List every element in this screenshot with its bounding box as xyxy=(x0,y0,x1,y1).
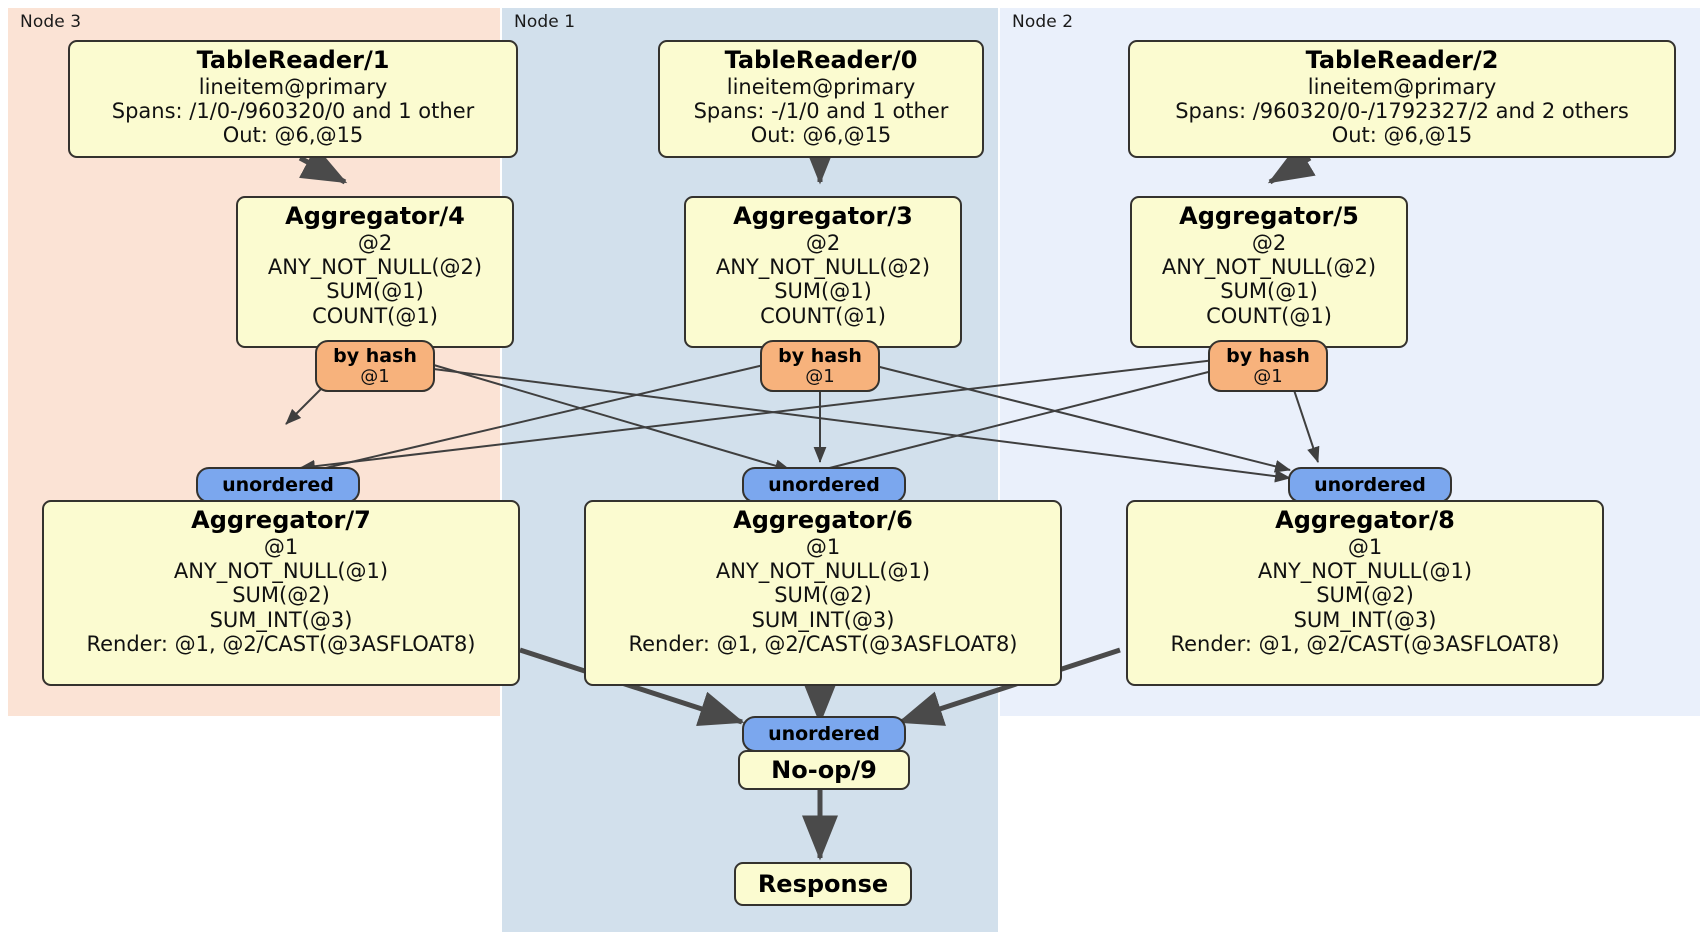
processor-detail: SUM(@2) xyxy=(1316,583,1414,608)
output-router-type: by hash xyxy=(333,345,417,368)
processor-detail: @1 xyxy=(263,534,299,559)
processor-detail: SUM(@2) xyxy=(774,583,872,608)
processor-detail: @2 xyxy=(805,230,841,255)
processor-detail: @2 xyxy=(357,230,393,255)
processor-detail: SUM_INT(@3) xyxy=(1293,607,1437,632)
panel-node-1-label: Node 1 xyxy=(514,12,576,32)
input-synchronizer-unordered-middle[interactable]: unordered xyxy=(742,467,906,503)
processor-aggregator-5[interactable]: Aggregator/5 @2 ANY_NOT_NULL(@2) SUM(@1)… xyxy=(1130,196,1408,348)
processor-title: Response xyxy=(757,870,889,898)
input-synchronizer-unordered-right[interactable]: unordered xyxy=(1288,467,1452,503)
input-synchronizer-type: unordered xyxy=(222,473,334,496)
processor-detail: @1 xyxy=(1347,534,1383,559)
input-synchronizer-unordered-final[interactable]: unordered xyxy=(742,716,906,752)
processor-detail: SUM(@1) xyxy=(1220,279,1318,304)
processor-detail: ANY_NOT_NULL(@1) xyxy=(715,559,931,584)
processor-title: Aggregator/6 xyxy=(733,506,913,534)
output-router-column: @1 xyxy=(360,366,390,388)
processor-aggregator-4[interactable]: Aggregator/4 @2 ANY_NOT_NULL(@2) SUM(@1)… xyxy=(236,196,514,348)
processor-detail: Out: @6,@15 xyxy=(222,123,364,148)
processor-detail: Spans: /1/0-/960320/0 and 1 other xyxy=(111,99,475,124)
input-synchronizer-type: unordered xyxy=(768,722,880,745)
output-router-by-hash-left[interactable]: by hash @1 xyxy=(315,340,435,392)
processor-title: Aggregator/7 xyxy=(191,506,371,534)
panel-node-2-label: Node 2 xyxy=(1012,12,1074,32)
processor-table-reader-0[interactable]: TableReader/0 lineitem@primary Spans: -/… xyxy=(658,40,984,158)
processor-detail: ANY_NOT_NULL(@2) xyxy=(715,255,931,280)
processor-title: TableReader/2 xyxy=(1305,46,1499,74)
output-router-column: @1 xyxy=(805,366,835,388)
output-router-type: by hash xyxy=(1226,345,1310,368)
processor-detail: ANY_NOT_NULL(@2) xyxy=(1161,255,1377,280)
processor-aggregator-3[interactable]: Aggregator/3 @2 ANY_NOT_NULL(@2) SUM(@1)… xyxy=(684,196,962,348)
input-synchronizer-type: unordered xyxy=(1314,473,1426,496)
processor-detail: Out: @6,@15 xyxy=(750,123,892,148)
processor-detail: Out: @6,@15 xyxy=(1331,123,1473,148)
processor-aggregator-6[interactable]: Aggregator/6 @1 ANY_NOT_NULL(@1) SUM(@2)… xyxy=(584,500,1062,686)
processor-detail: Spans: /960320/0-/1792327/2 and 2 others xyxy=(1175,99,1629,124)
processor-title: Aggregator/4 xyxy=(285,202,465,230)
processor-detail: COUNT(@1) xyxy=(760,303,886,328)
processor-detail: SUM_INT(@3) xyxy=(751,607,895,632)
processor-title: TableReader/0 xyxy=(724,46,918,74)
processor-detail: SUM(@1) xyxy=(774,279,872,304)
processor-title: Aggregator/3 xyxy=(733,202,913,230)
processor-detail: lineitem@primary xyxy=(198,74,388,99)
output-router-by-hash-middle[interactable]: by hash @1 xyxy=(760,340,880,392)
processor-detail: @1 xyxy=(805,534,841,559)
processor-table-reader-1[interactable]: TableReader/1 lineitem@primary Spans: /1… xyxy=(68,40,518,158)
processor-detail: ANY_NOT_NULL(@2) xyxy=(267,255,483,280)
processor-detail: COUNT(@1) xyxy=(1206,303,1332,328)
output-router-by-hash-right[interactable]: by hash @1 xyxy=(1208,340,1328,392)
processor-no-op-9[interactable]: No-op/9 xyxy=(738,750,910,790)
processor-detail: SUM(@1) xyxy=(326,279,424,304)
processor-detail: SUM_INT(@3) xyxy=(209,607,353,632)
processor-aggregator-7[interactable]: Aggregator/7 @1 ANY_NOT_NULL(@1) SUM(@2)… xyxy=(42,500,520,686)
processor-detail: lineitem@primary xyxy=(1307,74,1497,99)
output-router-type: by hash xyxy=(778,345,862,368)
processor-aggregator-8[interactable]: Aggregator/8 @1 ANY_NOT_NULL(@1) SUM(@2)… xyxy=(1126,500,1604,686)
processor-response[interactable]: Response xyxy=(734,862,912,906)
processor-detail: lineitem@primary xyxy=(726,74,916,99)
processor-detail: Spans: -/1/0 and 1 other xyxy=(693,99,949,124)
processor-detail: COUNT(@1) xyxy=(312,303,438,328)
processor-render: Render: @1, @2/CAST(@3ASFLOAT8) xyxy=(628,631,1018,656)
processor-detail: ANY_NOT_NULL(@1) xyxy=(173,559,389,584)
processor-render: Render: @1, @2/CAST(@3ASFLOAT8) xyxy=(1170,631,1560,656)
output-router-column: @1 xyxy=(1253,366,1283,388)
processor-detail: SUM(@2) xyxy=(232,583,330,608)
processor-title: No-op/9 xyxy=(771,756,877,784)
processor-detail: @2 xyxy=(1251,230,1287,255)
panel-node-3-label: Node 3 xyxy=(20,12,82,32)
processor-detail: ANY_NOT_NULL(@1) xyxy=(1257,559,1473,584)
input-synchronizer-unordered-left[interactable]: unordered xyxy=(196,467,360,503)
processor-title: Aggregator/5 xyxy=(1179,202,1359,230)
processor-table-reader-2[interactable]: TableReader/2 lineitem@primary Spans: /9… xyxy=(1128,40,1676,158)
processor-title: Aggregator/8 xyxy=(1275,506,1455,534)
input-synchronizer-type: unordered xyxy=(768,473,880,496)
processor-title: TableReader/1 xyxy=(196,46,390,74)
processor-render: Render: @1, @2/CAST(@3ASFLOAT8) xyxy=(86,631,476,656)
